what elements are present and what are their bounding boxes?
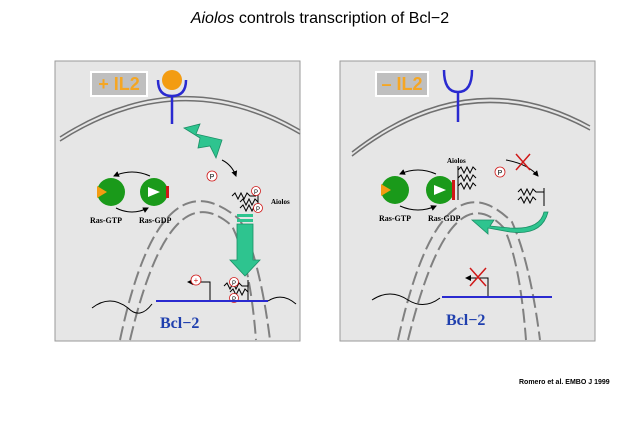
left-arrow-to-p (221, 159, 238, 177)
left-p2-circle (251, 186, 261, 196)
right-il2-badge-bg (375, 71, 429, 97)
right-aiolos-zigzag-1 (457, 165, 477, 175)
right-sequester-arrow (470, 211, 549, 235)
il2-ligand (162, 70, 182, 90)
lightning-signal-icon (182, 123, 223, 160)
left-ras-gtp-protein (97, 178, 125, 206)
right-block-x-2 (515, 153, 531, 171)
left-bcl2-label: Bcl−2 (160, 315, 199, 332)
right-ras-gtp-label: Ras-GTP (379, 214, 411, 223)
left-il2-badge-bg (90, 71, 148, 97)
right-bcl2-label: Bcl−2 (446, 312, 485, 329)
left-down-arrow-stripe-1 (237, 214, 253, 217)
right-membrane-inner (351, 101, 591, 157)
left-ras-gdp-red-mark (166, 186, 169, 198)
left-plus-circle (190, 274, 202, 286)
right-transcription-x-2 (469, 267, 487, 287)
right-aiolos-label: Aiolos (447, 157, 466, 165)
title-italic: Aiolos (190, 10, 235, 27)
left-ras-gdp-label: Ras-GDP (139, 216, 172, 225)
right-ras-gdp-notch (434, 185, 446, 195)
right-p1-circle (494, 166, 506, 178)
left-nucleus-outer (119, 200, 271, 341)
left-dna-strand (91, 300, 153, 314)
left-ras-gtp-gtp-icon (97, 186, 107, 198)
right-p1: P (498, 170, 503, 177)
left-p1-circle (206, 170, 218, 182)
left-p3: P (256, 207, 260, 213)
left-aiolos-label: Aiolos (271, 198, 290, 206)
right-ras-arrow-top (399, 169, 437, 175)
right-aiolos-zigzag-3 (457, 181, 477, 191)
left-aiolos-zigzag-1 (231, 191, 256, 201)
left-ras-gdp-notch (148, 187, 160, 197)
left-p4-circle (229, 277, 239, 287)
right-ras-arrow-bottom (399, 205, 437, 211)
right-panel-box (339, 60, 596, 342)
left-il2-badge: + IL2 (98, 74, 140, 94)
left-ras-arrow-top (113, 171, 151, 177)
right-nucleus-outer (397, 201, 541, 341)
right-il2-badge: – IL2 (381, 74, 422, 94)
right-transcription-arrow (465, 275, 489, 296)
right-membrane-outer (351, 97, 591, 153)
left-ras-arrow-bottom (115, 207, 149, 213)
left-ras-gtp-label: Ras-GTP (90, 216, 122, 225)
right-blocked-arrow (505, 159, 539, 177)
left-membrane-outer (59, 95, 301, 138)
right-ras-gdp-label: Ras-GDP (428, 214, 461, 223)
left-p3-circle (253, 203, 263, 213)
left-p2: P (254, 190, 258, 196)
citation-credit: Romero et al. EMBO J 1999 (519, 379, 610, 386)
right-panel: – IL2 Ras-GTP Ras-GDP Aiolos P (339, 60, 596, 342)
right-ras-gtp-gtp-icon (381, 184, 391, 196)
right-aiolos-zigzag-2 (457, 173, 477, 183)
left-membrane-inner (59, 99, 301, 142)
left-dna-strand-end (267, 296, 297, 305)
left-nucleus-inner (129, 211, 257, 341)
right-dna-strand (371, 293, 441, 305)
left-plus: + (194, 276, 199, 285)
page-title: Aiolos controls transcription of Bcl−2 (0, 10, 640, 28)
right-free-zigzag-2 (517, 195, 537, 205)
right-nucleus-inner (407, 212, 527, 341)
right-ras-gdp-red-mark (452, 180, 455, 200)
left-p1: P (210, 174, 215, 181)
left-down-arrow-stripe-2 (237, 219, 253, 222)
left-aiolos-zigzag-2 (239, 197, 259, 207)
title-rest: controls transcription of Bcl−2 (234, 10, 450, 27)
left-panel: + IL2 P Ras-GTP Ras-GDP (54, 60, 301, 342)
right-free-zigzag-1 (517, 187, 544, 197)
left-panel-box (54, 60, 301, 342)
left-bound-zigzag-2 (229, 287, 249, 297)
left-p4: P (232, 281, 236, 287)
right-ras-gtp-protein (381, 176, 409, 204)
left-down-arrow (229, 223, 261, 277)
